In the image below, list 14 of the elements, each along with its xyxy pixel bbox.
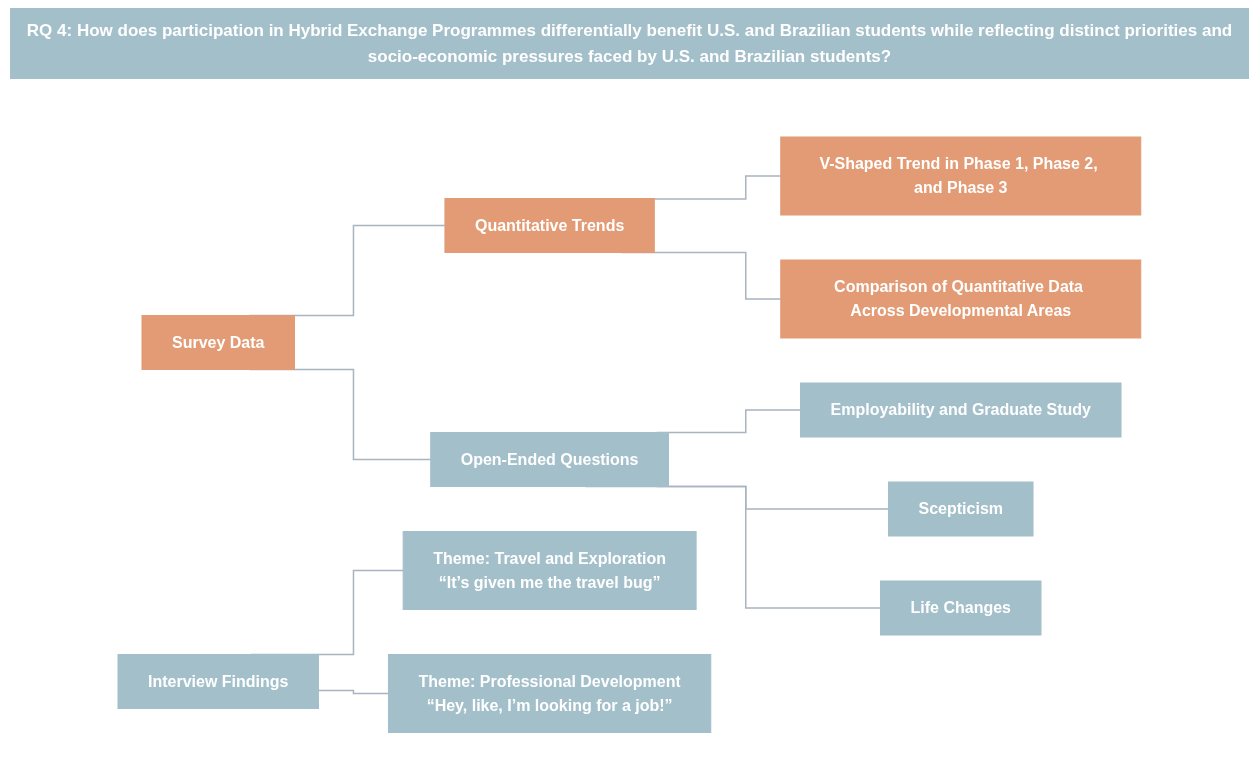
node-box: V-Shaped Trend in Phase 1, Phase 2, and Phase 3	[780, 136, 1142, 216]
connector	[653, 175, 782, 201]
node-box: Quantitative Trends	[444, 198, 655, 254]
connector	[317, 689, 390, 695]
node-box: Comparison of Quantitative Data Across Developmental Areas	[780, 259, 1142, 339]
node-box: Survey Data	[141, 315, 296, 371]
node-box: Scepticism	[888, 481, 1034, 537]
node-box: Life Changes	[880, 580, 1042, 636]
title-banner: RQ 4: How does participation in Hybrid Exchange Programmes differentially benefit U.S. and Brazilian students while reflecting distinct priorities and socio-economic pressures faced by U.S. and Brazilian students?	[10, 8, 1249, 79]
node-box: Open-Ended Questions	[430, 432, 670, 488]
node-box: Theme: Professional Development “Hey, like, I’m looking for a job!”	[388, 654, 712, 734]
node-box: Theme: Travel and Exploration “It’s given me the travel bug”	[402, 531, 697, 611]
node-box: Employability and Graduate Study	[800, 382, 1122, 438]
node-box: Interview Findings	[117, 654, 320, 710]
